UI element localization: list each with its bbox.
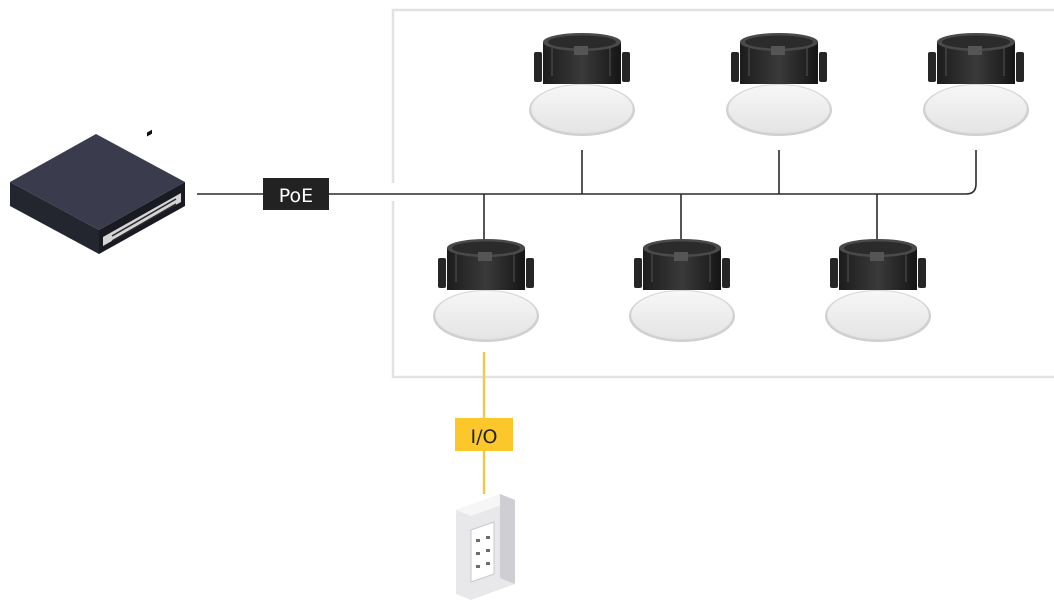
- ceiling-speaker-icon: [528, 32, 636, 137]
- ceiling-speaker-icon: [628, 238, 736, 343]
- io-tag: I/O: [455, 418, 513, 451]
- poe-label: PoE: [279, 185, 313, 207]
- ceiling-speaker-icon: [824, 238, 932, 343]
- ceiling-speaker-icon: [725, 32, 833, 137]
- poe-bus-line: [197, 150, 977, 240]
- network-switch-icon: [10, 129, 185, 254]
- wall-io-panel-icon: [456, 494, 515, 600]
- ceiling-speaker-icon: [922, 32, 1030, 137]
- io-label: I/O: [471, 426, 498, 448]
- poe-tag: PoE: [263, 178, 329, 210]
- room-outline: [391, 8, 1054, 379]
- ceiling-speaker-icon: [432, 238, 540, 343]
